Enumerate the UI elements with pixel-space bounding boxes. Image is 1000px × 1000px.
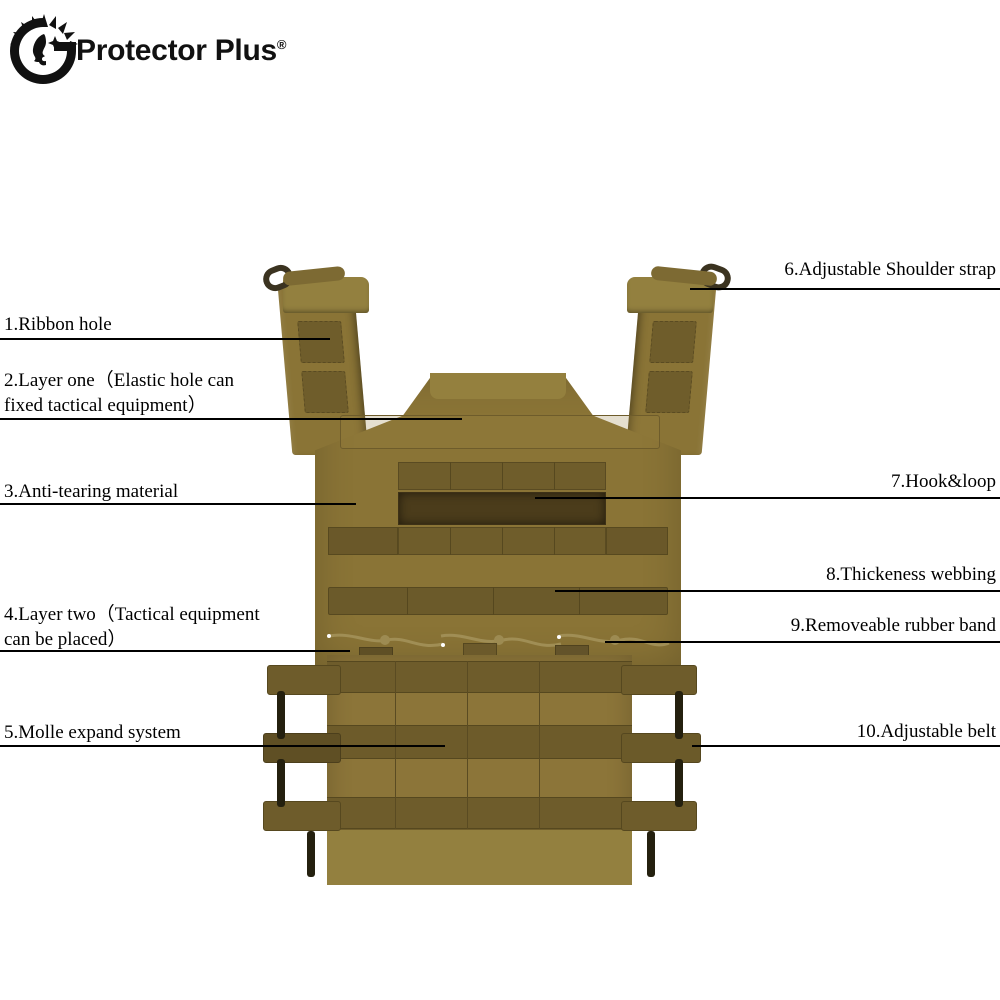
callout-label-4: 4.Layer two（Tactical equipment can be pl…: [4, 604, 260, 650]
callout-leader-line-4: [0, 650, 350, 652]
adjustable-belt-right-1: [621, 665, 697, 695]
callout-leader-line-5: [0, 745, 445, 747]
callout-label-3: 3.Anti-tearing material: [4, 481, 179, 502]
callout-leader-line-1: [0, 338, 330, 340]
chest-webbing-strap-wide: [328, 527, 398, 555]
callout-leader-line-10: [692, 745, 1000, 747]
registered-trademark-icon: ®: [276, 37, 287, 52]
cummerbund-molle-row-3: [327, 797, 632, 829]
cummerbund-bottom-flap: [327, 829, 632, 885]
callout-label-9: 9.Removeable rubber band: [790, 615, 996, 636]
adjustable-belt-left-1: [267, 665, 341, 695]
elastic-hole-patch-left-1: [297, 321, 345, 363]
callout-leader-line-7: [535, 497, 1000, 499]
callout-label-6: 6.Adjustable Shoulder strap: [784, 259, 996, 280]
thickness-webbing-div-b: [493, 587, 494, 615]
sun-face-g-logo-icon: [8, 14, 82, 88]
adjustable-belt-left-3: [263, 801, 341, 831]
belt-buckle-right-1: [675, 691, 683, 739]
cummerbund-stitch-c: [539, 661, 540, 829]
callout-label-2: 2.Layer one（Elastic hole can fixed tacti…: [4, 370, 235, 416]
thickness-webbing-strap: [328, 587, 668, 615]
adjustable-belt-right-3: [621, 801, 697, 831]
molle-row-chest-1-div-a: [450, 462, 451, 490]
callout-leader-line-8: [555, 590, 1000, 592]
front-plate-top-seam: [340, 415, 660, 449]
belt-buckle-left-3: [307, 831, 315, 877]
rubber-band-row: [323, 630, 673, 660]
brand-name-text: Protector Plus: [76, 34, 277, 67]
elastic-hole-patch-right-2: [645, 371, 693, 413]
chest-webbing-strap-wide-right: [606, 527, 668, 555]
molle-row-chest-2-div-a: [450, 527, 451, 555]
elastic-hole-patch-left-2: [301, 371, 349, 413]
belt-buckle-right-3: [647, 831, 655, 877]
callout-label-1: 1.Ribbon hole: [4, 314, 112, 335]
adjustable-belt-left-2: [263, 733, 341, 763]
cummerbund-stitch-b: [467, 661, 468, 829]
callout-label-5: 5.Molle expand system: [4, 722, 181, 743]
belt-buckle-left-2: [277, 759, 285, 807]
callout-leader-line-6: [690, 288, 1000, 290]
adjustable-belt-right-2: [621, 733, 701, 763]
callout-label-10: 10.Adjustable belt: [856, 721, 996, 742]
callout-label-7: 7.Hook&loop: [890, 471, 996, 492]
molle-row-chest-2-div-b: [502, 527, 503, 555]
cummerbund-molle-row-2: [327, 725, 632, 759]
thickness-webbing-div-a: [407, 587, 408, 615]
front-plate-neckline: [430, 373, 566, 399]
thickness-webbing-div-c: [579, 587, 580, 615]
molle-row-chest-1-div-b: [502, 462, 503, 490]
callout-leader-line-3: [0, 503, 356, 505]
tactical-vest-image: [255, 255, 745, 885]
elastic-hole-patch-right-1: [649, 321, 697, 363]
molle-row-chest-2-div-c: [554, 527, 555, 555]
callout-label-8: 8.Thickeness webbing: [826, 564, 996, 585]
belt-buckle-left-1: [277, 691, 285, 739]
callout-leader-line-2: [0, 418, 462, 420]
molle-row-chest-1-div-c: [554, 462, 555, 490]
belt-buckle-right-2: [675, 759, 683, 807]
brand-logo: Protector Plus®: [8, 14, 308, 88]
callout-leader-line-9: [605, 641, 1000, 643]
brand-name: Protector Plus®: [76, 34, 286, 68]
cummerbund-molle-row-1: [327, 661, 632, 693]
